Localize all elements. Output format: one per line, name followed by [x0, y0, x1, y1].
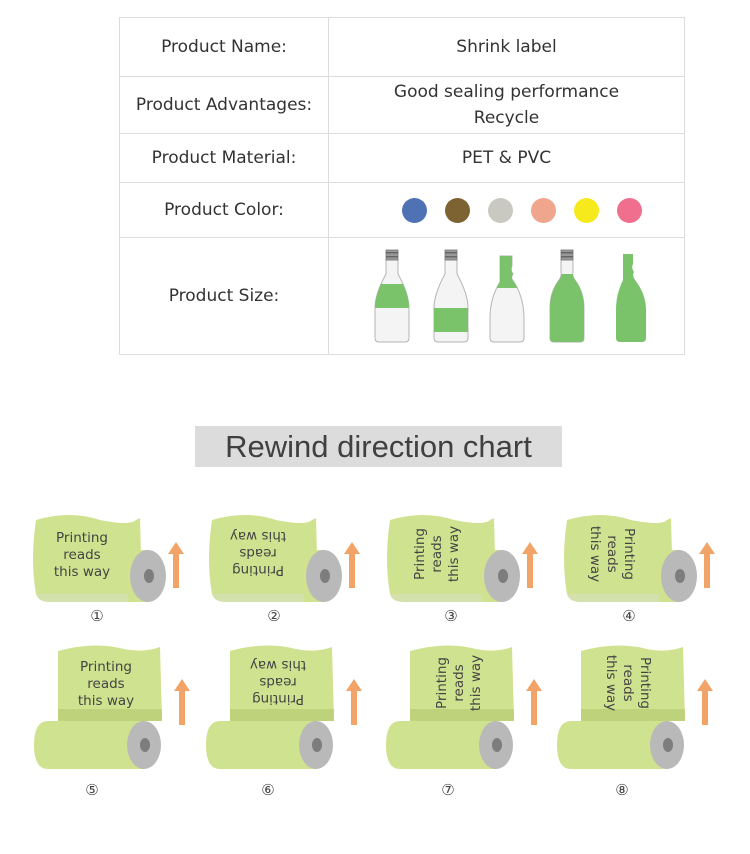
svg-text:Printing: Printing — [621, 528, 637, 580]
value-product-material: PET & PVC — [328, 133, 685, 183]
bottle-icon-3 — [488, 248, 526, 344]
rewind-number-7: ⑦ — [441, 781, 455, 799]
svg-text:Printing: Printing — [434, 657, 450, 709]
svg-text:Printing: Printing — [252, 691, 304, 707]
value-product-name: Shrink label — [328, 17, 685, 77]
product-spec-table: Product Name: Shrink label Product Advan… — [119, 17, 685, 355]
svg-text:Printing: Printing — [232, 562, 284, 578]
svg-text:Printing: Printing — [80, 659, 132, 675]
row-product-color: Product Color: — [119, 182, 685, 238]
svg-text:reads: reads — [259, 674, 296, 690]
svg-text:reads: reads — [87, 676, 124, 692]
rewind-number-6: ⑥ — [261, 781, 275, 799]
chart-title: Rewind direction chart — [195, 426, 562, 467]
color-swatch-5 — [573, 197, 599, 223]
value-product-advantages: Good sealing performance Recycle — [328, 76, 685, 134]
svg-text:this way: this way — [468, 655, 484, 711]
bottle-icon-4 — [548, 248, 586, 344]
svg-text:reads: reads — [604, 535, 620, 572]
label-product-material: Product Material: — [119, 133, 329, 183]
svg-text:reads: reads — [63, 547, 100, 563]
label-product-advantages: Product Advantages: — [119, 76, 329, 134]
svg-text:Printing: Printing — [637, 657, 653, 709]
svg-text:reads: reads — [239, 545, 276, 561]
value-product-color — [328, 182, 685, 238]
bottle-icon-1 — [373, 248, 411, 344]
bottle-icon-5 — [612, 248, 650, 344]
color-swatch-6 — [616, 197, 642, 223]
svg-text:reads: reads — [429, 535, 445, 572]
label-product-name: Product Name: — [119, 17, 329, 77]
rewind-number-3: ③ — [444, 607, 458, 625]
color-swatch-3 — [487, 197, 513, 223]
rewind-number-8: ⑧ — [615, 781, 629, 799]
bottle-illustrations — [329, 248, 684, 344]
color-swatch-1 — [401, 197, 427, 223]
label-product-size: Product Size: — [119, 237, 329, 355]
advantage-2: Recycle — [473, 108, 540, 128]
advantage-1: Good sealing performance — [393, 82, 620, 102]
svg-text:this way: this way — [230, 528, 286, 544]
svg-text:reads: reads — [620, 664, 636, 701]
svg-text:this way: this way — [78, 693, 134, 709]
svg-text:this way: this way — [54, 564, 110, 580]
svg-text:this way: this way — [446, 526, 462, 582]
svg-text:reads: reads — [451, 664, 467, 701]
svg-text:this way: this way — [603, 655, 619, 711]
svg-text:this way: this way — [250, 657, 306, 673]
row-product-advantages: Product Advantages: Good sealing perform… — [119, 76, 685, 134]
rewind-number-5: ⑤ — [85, 781, 99, 799]
color-swatch-2 — [444, 197, 470, 223]
row-product-size: Product Size: — [119, 237, 685, 355]
rewind-number-4: ④ — [622, 607, 636, 625]
svg-text:this way: this way — [587, 526, 603, 582]
rewind-number-1: ① — [90, 607, 104, 625]
color-swatches — [329, 197, 684, 223]
svg-text:Printing: Printing — [412, 528, 428, 580]
rewind-number-2: ② — [267, 607, 281, 625]
color-swatch-4 — [530, 197, 556, 223]
svg-text:Printing: Printing — [56, 530, 108, 546]
bottle-icon-2 — [432, 248, 470, 344]
label-product-color: Product Color: — [119, 182, 329, 238]
value-product-size — [328, 237, 685, 355]
row-product-name: Product Name: Shrink label — [119, 17, 685, 77]
row-product-material: Product Material: PET & PVC — [119, 133, 685, 183]
